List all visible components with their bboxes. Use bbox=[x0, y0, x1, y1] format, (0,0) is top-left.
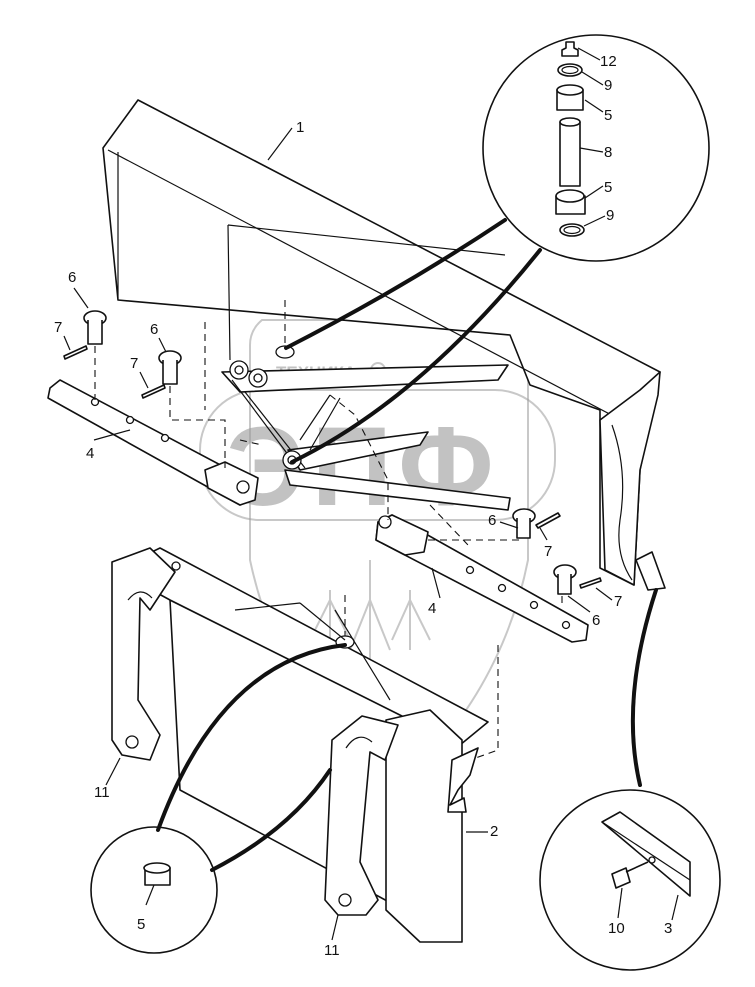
frame-right-hook bbox=[324, 715, 399, 916]
detail-cables bbox=[156, 218, 658, 872]
callout-9-top: 9 bbox=[604, 77, 612, 94]
pin-upper-left bbox=[83, 310, 107, 345]
link-bar-right-hole-2 bbox=[497, 583, 507, 593]
callout-10: 10 bbox=[608, 920, 625, 937]
callout-8: 8 bbox=[604, 144, 612, 161]
callout-4-left: 4 bbox=[86, 445, 94, 462]
frame-right-hook-hole bbox=[338, 893, 352, 907]
callout-12: 12 bbox=[600, 53, 617, 70]
hinge-eye-2-inner bbox=[253, 373, 263, 383]
callout-7-d: 7 bbox=[614, 593, 622, 610]
blade-top-edge bbox=[107, 149, 641, 431]
frame-left-hook bbox=[111, 547, 176, 761]
link-bar-right-eye bbox=[378, 515, 392, 529]
blade-corner-tab bbox=[635, 551, 666, 591]
link-bar-left-eye bbox=[236, 480, 250, 494]
pin-right-upper bbox=[512, 508, 536, 539]
frame-top-left-hole bbox=[171, 561, 181, 571]
assembly-lines bbox=[94, 300, 563, 761]
link-bar-left-hole-3 bbox=[160, 433, 170, 443]
link-bar-left bbox=[47, 379, 259, 506]
link-bar-right-hole-1 bbox=[465, 565, 475, 575]
ring-top bbox=[557, 63, 583, 77]
blade-cutting-edge bbox=[611, 424, 633, 581]
detail-circle-bushing bbox=[90, 826, 218, 954]
pin-mid-left bbox=[158, 350, 182, 385]
cable-edge bbox=[630, 588, 658, 787]
callout-9-bottom: 9 bbox=[606, 207, 614, 224]
frame-right-hook-slot bbox=[345, 736, 373, 749]
cable-pivot-2 bbox=[290, 248, 542, 464]
callout-6-a: 6 bbox=[68, 269, 76, 286]
pin-right-lower bbox=[553, 564, 577, 595]
hinge-eye-1-inner bbox=[234, 365, 244, 375]
cotter-pin-1 bbox=[63, 345, 88, 360]
push-frame-brace bbox=[299, 394, 341, 451]
frame-right-post bbox=[385, 709, 463, 943]
callout-3: 3 bbox=[664, 920, 672, 937]
push-frame-lower-arm bbox=[284, 469, 511, 511]
ring-bottom bbox=[559, 223, 585, 237]
callout-4-right: 4 bbox=[428, 600, 436, 617]
frame-brace-2 bbox=[334, 609, 391, 701]
cable-pivot-1 bbox=[284, 218, 507, 350]
link-bar-right-hole-3 bbox=[529, 600, 539, 610]
callout-1: 1 bbox=[296, 119, 304, 136]
callout-5-detail: 5 bbox=[137, 916, 145, 933]
frame-left-hook-slot bbox=[127, 591, 153, 601]
pins bbox=[63, 310, 602, 595]
callout-6-b: 6 bbox=[150, 321, 158, 338]
pivot-pin bbox=[559, 121, 581, 187]
detail-circle-pivot bbox=[482, 34, 710, 262]
push-frame-upper-arm bbox=[221, 364, 509, 393]
link-bar-left-clevis bbox=[204, 461, 259, 506]
bushing-top bbox=[275, 345, 295, 359]
grease-fitting bbox=[561, 41, 579, 57]
detail-circle-cutting-edge bbox=[539, 789, 721, 971]
link-bar-left-hole-2 bbox=[125, 415, 135, 425]
callout-7-c: 7 bbox=[544, 543, 552, 560]
cable-frame-1 bbox=[156, 643, 347, 832]
cotter-pin-2 bbox=[141, 384, 166, 399]
callout-11-right: 11 bbox=[324, 942, 340, 959]
frame-side-latch bbox=[447, 747, 479, 813]
frame-left-hook-hole bbox=[125, 735, 139, 749]
blade-assembly bbox=[102, 99, 666, 591]
watermark-wheat-icon bbox=[309, 560, 431, 660]
bolt-detail bbox=[611, 861, 649, 889]
callout-2: 2 bbox=[490, 823, 498, 840]
blade-end-plate bbox=[599, 371, 661, 586]
cotter-pin-3 bbox=[535, 512, 561, 529]
callout-7-b: 7 bbox=[130, 355, 138, 372]
detail-circle-bushing-outline bbox=[90, 826, 218, 954]
detail-circle-pivot-outline bbox=[482, 34, 710, 262]
push-frame-diagonal-1 bbox=[231, 379, 293, 461]
callout-5-lower: 5 bbox=[604, 179, 612, 196]
bolt-hole-detail bbox=[648, 856, 656, 864]
mounting-frame bbox=[111, 547, 489, 943]
leader-lines bbox=[63, 47, 679, 941]
frame-brace-1 bbox=[234, 602, 346, 641]
callout-7-a: 7 bbox=[54, 319, 62, 336]
link-bar-right-hole-4 bbox=[561, 620, 571, 630]
link-bar-right bbox=[375, 514, 589, 643]
callout-labels: 1 2 3 4 4 5 5 5 6 6 6 6 7 7 7 7 8 9 9 10… bbox=[54, 53, 672, 959]
callout-5-upper: 5 bbox=[604, 107, 612, 124]
cotter-pin-4 bbox=[579, 577, 602, 589]
callout-6-d: 6 bbox=[592, 612, 600, 629]
cable-frame-2 bbox=[210, 768, 332, 872]
callout-6-c: 6 bbox=[488, 512, 496, 529]
cutting-edge-detail bbox=[601, 811, 691, 897]
callout-11-left: 11 bbox=[94, 784, 110, 801]
